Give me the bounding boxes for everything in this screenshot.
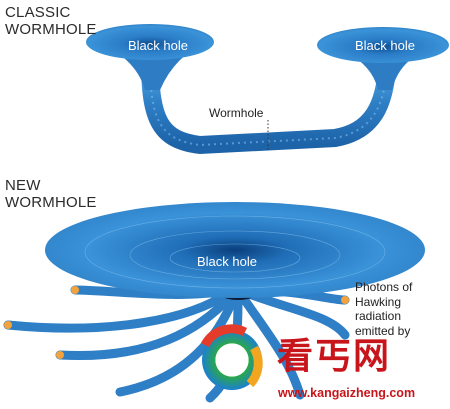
classic-left-funnel-rim <box>86 24 214 60</box>
classic-right-hole-label: Black hole <box>355 38 415 53</box>
classic-wormhole <box>86 24 449 155</box>
classic-tunnel-label: Wormhole <box>209 106 264 120</box>
new-tube-tips <box>4 286 349 359</box>
classic-tunnel <box>141 51 397 155</box>
new-hole-label: Black hole <box>197 254 257 269</box>
classic-right-funnel-rim <box>317 27 449 63</box>
watermark-url: www.kangaizheng.com <box>278 386 416 400</box>
new-wormhole-title: NEW WORMHOLE <box>5 177 97 211</box>
photons-label: Photons of Hawking radiation emitted by <box>355 280 413 338</box>
classic-wormhole-title: CLASSIC WORMHOLE <box>5 4 97 38</box>
watermark-logo-icon <box>201 324 263 390</box>
new-disc <box>45 202 425 298</box>
watermark-logo-text: 看丐网 <box>277 335 392 377</box>
new-disc-grid <box>84 215 386 289</box>
new-wormhole <box>3 202 425 403</box>
classic-left-hole-label: Black hole <box>128 38 188 53</box>
